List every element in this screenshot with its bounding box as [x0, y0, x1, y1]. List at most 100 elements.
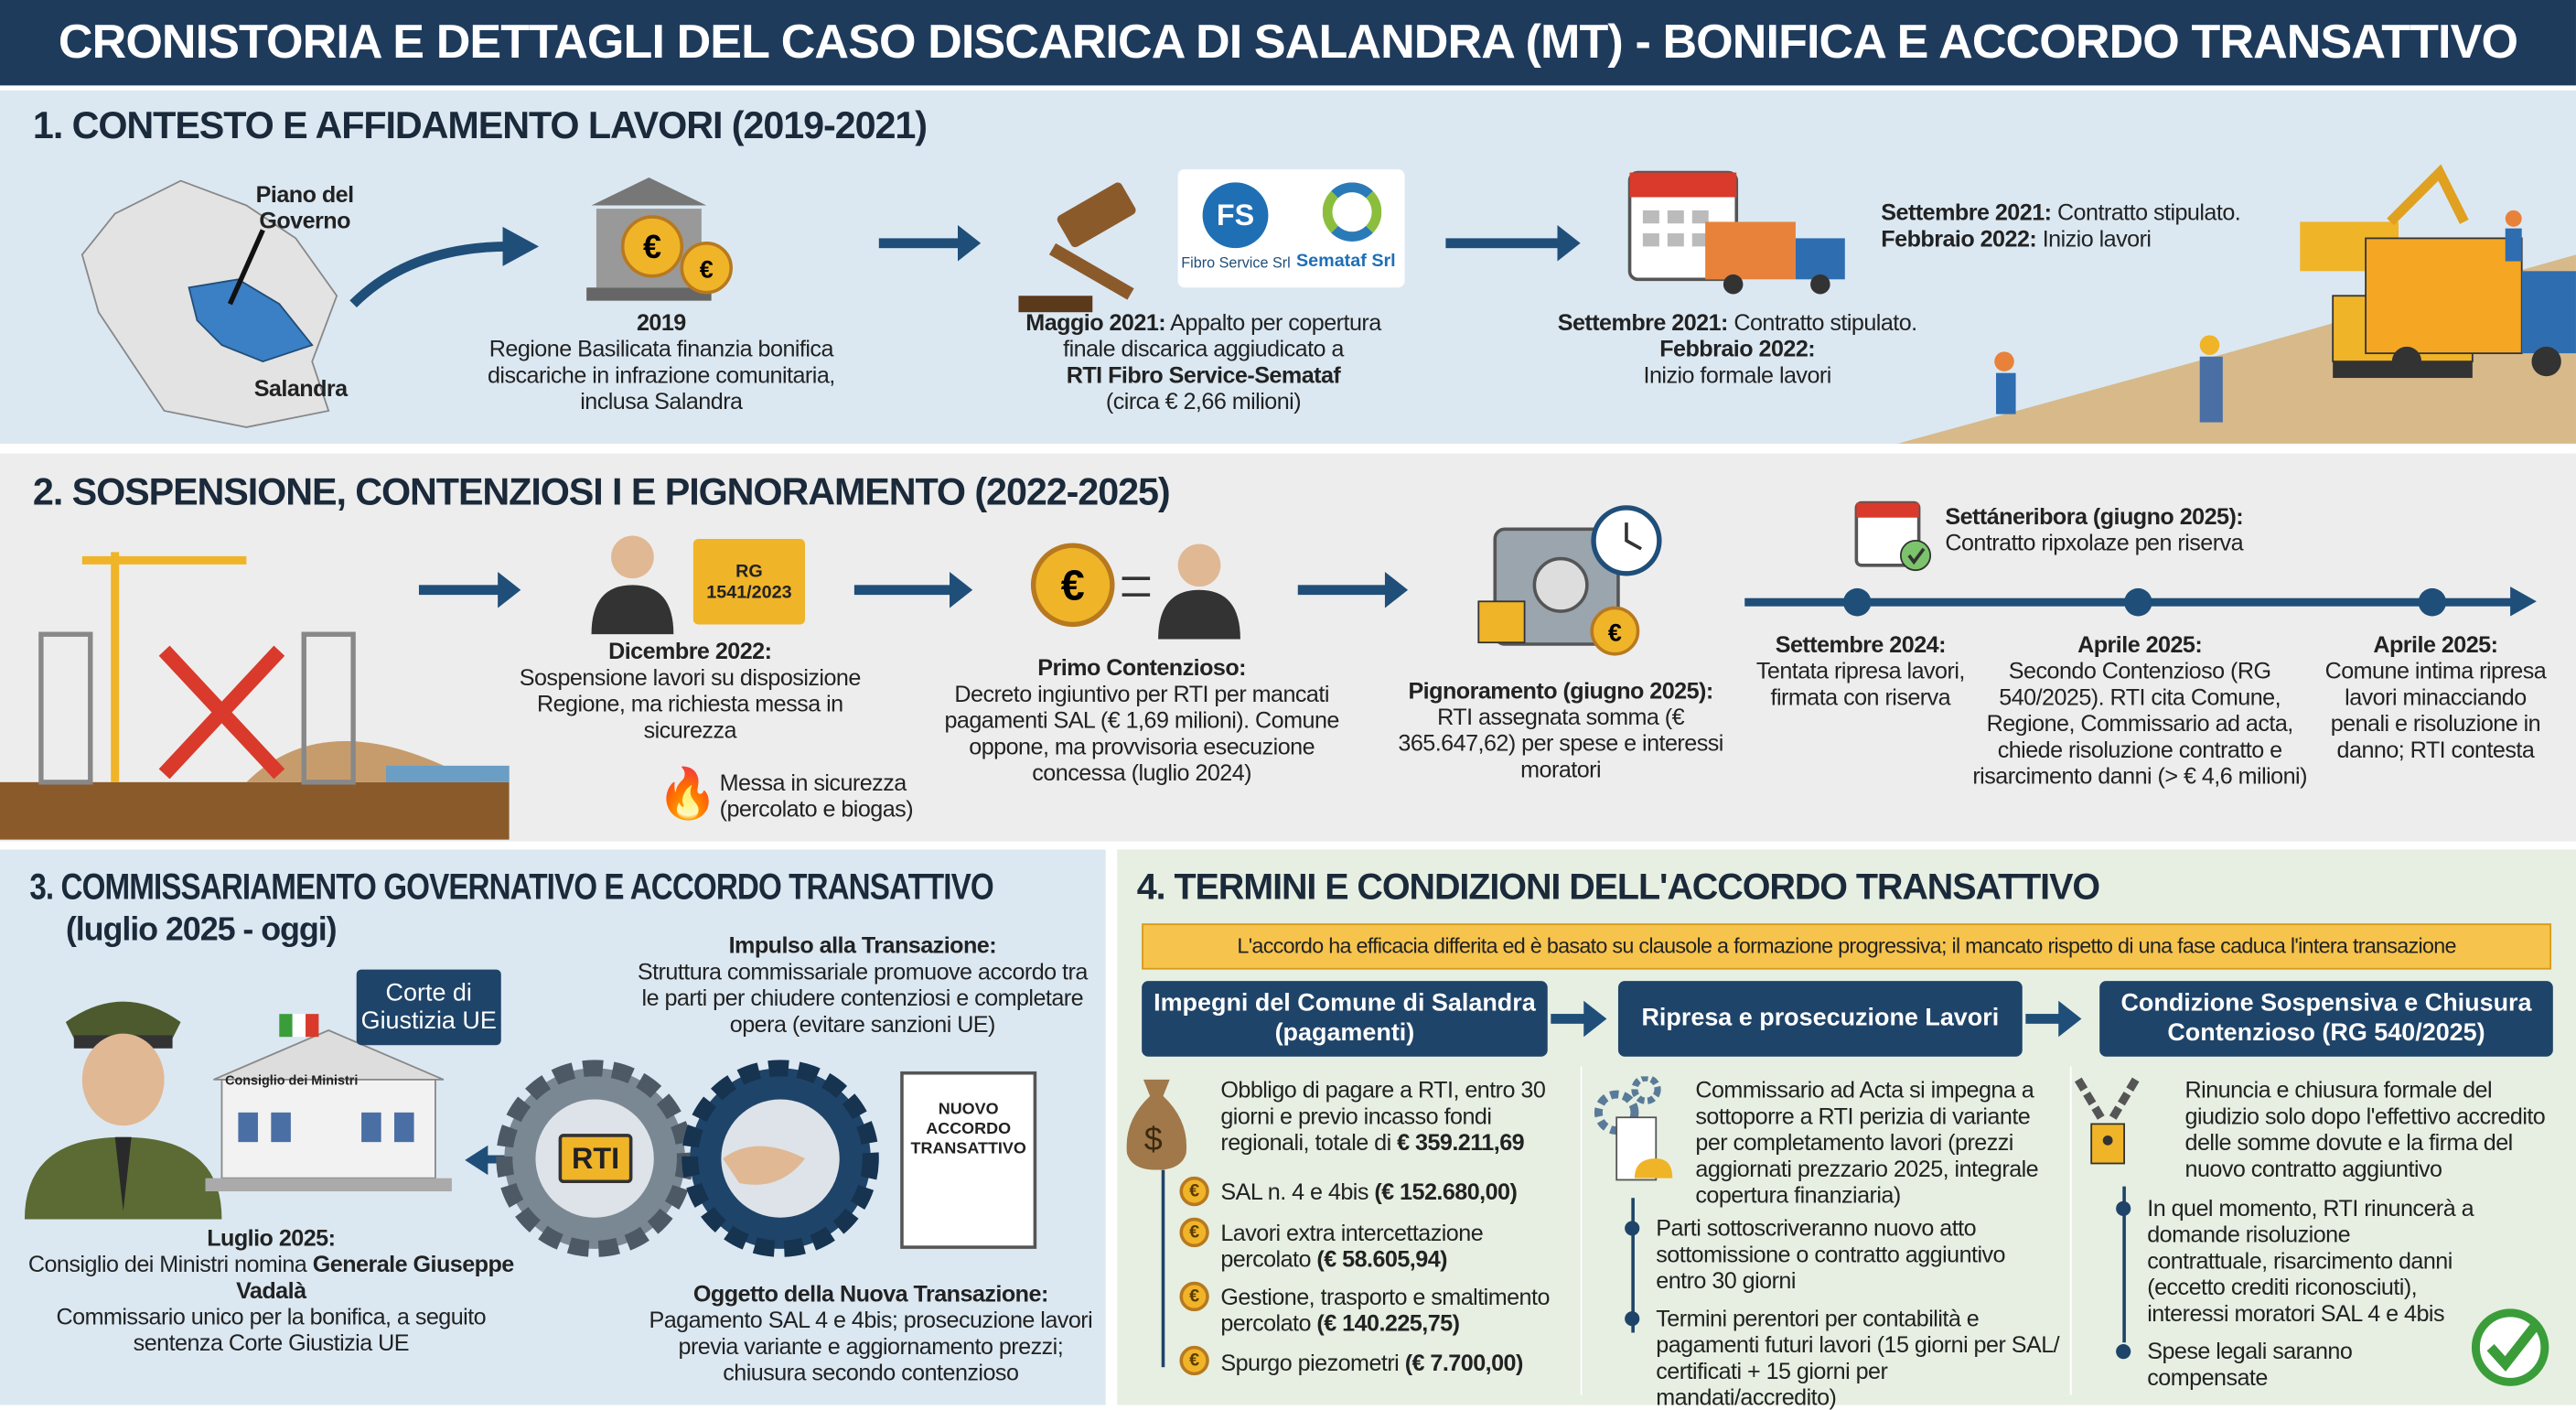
- official-person-icon: [591, 535, 674, 635]
- arrow-left: [465, 1145, 488, 1176]
- connector-line: [1631, 1198, 1635, 1333]
- page-title: CRONISTORIA E DETTAGLI DEL CASO DISCARIC…: [0, 0, 2576, 86]
- euro-coin-icon: €: [1179, 1217, 1209, 1248]
- timeline-aprile-2025-b: Aprile 2025:Comune intima ripresa lavori…: [2324, 630, 2547, 763]
- new-agreement-doc-icon: NUOVO ACCORDO TRANSATTIVO: [900, 1071, 1037, 1249]
- condizione-item: Spese legali saranno compensate: [2147, 1337, 2353, 1391]
- bullet-dot: [1625, 1311, 1640, 1327]
- event-dicembre-2022: Dicembre 2022:Sospensione lavori su disp…: [519, 637, 862, 743]
- section-suspension: 2. SOSPENSIONE, CONTENZIOSI I E PIGNORAM…: [0, 453, 2576, 842]
- event-oggetto: Oggetto della Nuova Transazione:Pagament…: [649, 1280, 1093, 1385]
- section-commissariamento: 3. COMMISSARIAMENTO GOVERNATIVO E ACCORD…: [0, 849, 1106, 1405]
- timeline-arrowhead: [2510, 587, 2537, 617]
- event-luglio-2025: Luglio 2025:Consiglio dei Ministri nomin…: [27, 1223, 514, 1356]
- section-subtitle: (luglio 2025 - oggi): [65, 911, 338, 949]
- warning-banner: L'accordo ha efficacia differita ed è ba…: [1142, 923, 2552, 970]
- event-maggio-2021: Maggio 2021: Appalto per copertura final…: [1025, 308, 1381, 414]
- ripresa-item: Termini perentori per contabilità e paga…: [1656, 1304, 2060, 1410]
- col-header-impegni: Impegni del Comune di Salandra (pagament…: [1142, 981, 1548, 1057]
- connector-line: [1161, 1169, 1165, 1368]
- svg-text:€: €: [1061, 562, 1085, 609]
- arrow: [878, 225, 982, 262]
- svg-text:€: €: [643, 228, 661, 265]
- gears-document-icon: [1594, 1076, 1673, 1181]
- condizione-item: In quel momento, RTI rinuncerà a domande…: [2147, 1194, 2474, 1327]
- flame-icon: 🔥: [657, 767, 719, 822]
- euro-coin-icon: €: [1179, 1176, 1209, 1207]
- arrow: [1445, 225, 1581, 262]
- event-primo-contenzioso: Primo Contenzioso:Decreto ingiuntivo per…: [944, 653, 1339, 786]
- basilicata-map-icon: [80, 179, 338, 428]
- chain-lock-icon: [2074, 1077, 2140, 1165]
- calendar-truck-icon: [1627, 170, 1845, 295]
- payment-item: SAL n. 4 e 4bis (€ 152.680,00): [1220, 1178, 1518, 1205]
- eu-court-bubble: Corte di Giustizia UE: [356, 969, 501, 1046]
- arrow: [418, 571, 521, 608]
- event-settembre-2021-alt: Settembre 2021: Contratto stipulato.Febb…: [1881, 199, 2241, 252]
- rti-badge: RTI: [558, 1134, 633, 1184]
- bank-euro-icon: € €: [586, 177, 733, 301]
- halted-site-icon: [0, 552, 510, 840]
- svg-text:€: €: [1608, 619, 1622, 646]
- logo-fibro-label: Fibro Service Srl: [1181, 254, 1291, 272]
- gears-handshake-icon: [496, 1060, 879, 1257]
- arrow: [1297, 571, 1409, 608]
- curved-arrow-icon: [349, 226, 540, 308]
- section-terms: 4. TERMINI E CONDIZIONI DELL'ACCORDO TRA…: [1117, 849, 2576, 1410]
- section-title: 3. COMMISSARIAMENTO GOVERNATIVO E ACCORD…: [29, 866, 993, 908]
- folder-icon: RG 1541/2023: [692, 539, 805, 625]
- euro-coin-icon: €: [1179, 1281, 1209, 1312]
- check-circle-icon: [2471, 1308, 2549, 1386]
- arrow: [853, 571, 973, 608]
- event-settembre-2021: Settembre 2021: Contratto stipulato.Febb…: [1557, 308, 1917, 388]
- timeline-dot: [2418, 587, 2447, 617]
- fibro-logo-icon: FS: [1202, 182, 1269, 249]
- euro-coin-icon: €: [1179, 1345, 1209, 1376]
- logo-semataf-label: Semataf Srl: [1295, 251, 1396, 272]
- divider: [2069, 1066, 2072, 1395]
- safe-lock-icon: €: [1477, 505, 1662, 656]
- section-title: 1. CONTESTO E AFFIDAMENTO LAVORI (2019-2…: [32, 103, 928, 146]
- payment-item: Spurgo piezometri (€ 7.700,00): [1220, 1349, 1523, 1376]
- col-header-condizione: Condizione Sospensiva e Chiusura Contenz…: [2099, 981, 2553, 1057]
- euro-lawyer-icon: €: [1030, 543, 1240, 640]
- construction-site-icon: [1897, 164, 2576, 444]
- connector-line: [2122, 1186, 2126, 1343]
- government-building-icon: [205, 1014, 452, 1192]
- bullet-dot: [2116, 1344, 2131, 1360]
- rti-logos: FS Fibro Service Srl Semataf Srl: [1177, 168, 1405, 288]
- event-impulso: Impulso alla Transazione:Struttura commi…: [637, 931, 1088, 1038]
- map-label-piano: Piano del Governo: [255, 180, 354, 234]
- fire-note: Messa in sicurezza (percolato e biogas): [719, 769, 914, 822]
- section-title: 2. SOSPENSIONE, CONTENZIOSI I E PIGNORAM…: [32, 469, 1171, 513]
- section-context: 1. CONTESTO E AFFIDAMENTO LAVORI (2019-2…: [0, 90, 2576, 444]
- arrow: [1551, 1000, 1607, 1038]
- timeline-dot: [1842, 587, 1872, 617]
- divider: [1580, 1066, 1583, 1395]
- ripresa-item: Parti sottoscriveranno nuovo atto sottom…: [1656, 1214, 2006, 1294]
- bullet-dot: [2116, 1200, 2131, 1216]
- payment-item: Lavori extra intercettazione percolato (…: [1220, 1219, 1484, 1273]
- event-pignoramento: Pignoramento (giugno 2025):RTI assegnata…: [1398, 676, 1723, 782]
- semataf-logo-icon: [1322, 182, 1382, 242]
- payment-item: Gestione, trasporto e smaltimento percol…: [1220, 1283, 1550, 1337]
- timeline-aprile-2025-a: Aprile 2025:Secondo Contenzioso (RG 540/…: [1972, 630, 2307, 790]
- timeline-dot: [2124, 587, 2152, 617]
- section-title: 4. TERMINI E CONDIZIONI DELL'ACCORDO TRA…: [1136, 866, 2100, 908]
- money-bag-icon: $: [1126, 1079, 1187, 1170]
- building-label: Consiglio dei Ministri: [225, 1072, 359, 1088]
- col-header-ripresa: Ripresa e prosecuzione Lavori: [1617, 981, 2023, 1057]
- map-label-salandra: Salandra: [253, 374, 348, 402]
- gavel-icon: [1018, 182, 1136, 313]
- timeline-settembre-2024: Settembre 2024:Tentata ripresa lavori, f…: [1755, 630, 1966, 710]
- arrow: [2025, 1000, 2082, 1038]
- event-calendar: Settáneribora (giugno 2025):Contratto ri…: [1945, 502, 2244, 556]
- condizione-intro: Rinuncia e chiusura formale del giudizio…: [2184, 1076, 2546, 1182]
- general-icon: [24, 1001, 222, 1220]
- impegni-intro: Obbligo di pagare a RTI, entro 30 giorni…: [1220, 1076, 1546, 1156]
- svg-text:€: €: [700, 256, 714, 284]
- bullet-dot: [1625, 1221, 1640, 1236]
- calendar-check-icon: [1854, 500, 1932, 572]
- svg-text:$: $: [1144, 1120, 1163, 1157]
